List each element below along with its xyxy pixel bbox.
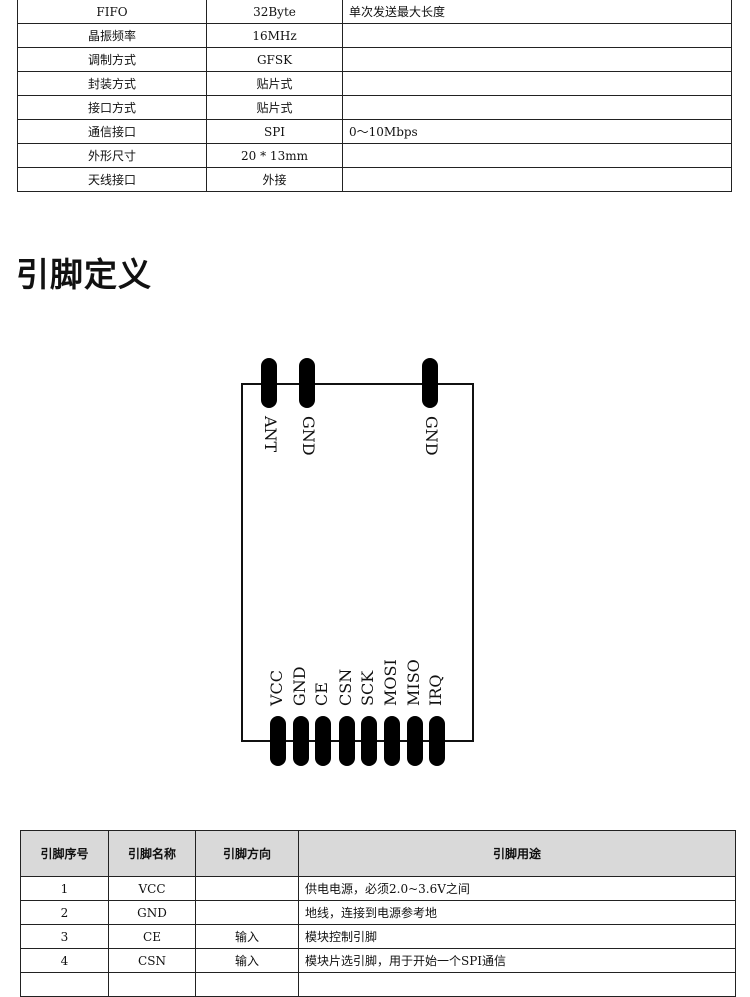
pin-pad-bottom [339,716,355,766]
pin-pad-top [299,358,315,408]
table-cell: 地线，连接到电源参考地 [298,900,736,925]
pin-pad-top [422,358,438,408]
spec-cell: 外形尺寸 [17,143,207,168]
table-cell: 供电电源，必须2.0~3.6V之间 [298,876,736,901]
spec-row: 封装方式贴片式 [17,71,732,96]
pin-pad-bottom [270,716,286,766]
spec-cell: 0～10Mbps [342,119,732,144]
spec-row: 天线接口外接 [17,167,732,192]
table-cell: 模块控制引脚 [298,924,736,949]
table-cell: 1 [20,876,109,901]
pin-pad-bottom [384,716,400,766]
spec-row: 接口方式贴片式 [17,95,732,120]
table-cell: CE [108,924,196,949]
spec-cell [342,95,732,120]
table-cell: VCC [108,876,196,901]
spec-cell: 天线接口 [17,167,207,192]
pin-pad-bottom [361,716,377,766]
table-cell [195,900,299,925]
table-cell: 模块片选引脚，用于开始一个SPI通信 [298,948,736,973]
pin-pad-bottom [315,716,331,766]
column-header: 引脚名称 [108,830,196,877]
pin-pad-bottom [293,716,309,766]
pin-label: CE [312,682,331,706]
pin-label: GND [299,416,318,456]
pin-label: GND [290,666,309,706]
spec-cell: 晶振频率 [17,23,207,48]
spec-cell: FIFO [17,0,207,24]
pin-label: VCC [267,669,286,706]
pin-label: ANT [261,416,280,453]
table-cell: GND [108,900,196,925]
pin-label: IRQ [426,674,445,706]
table-cell: 输入 [195,948,299,973]
table-cell [108,972,196,997]
spec-cell [342,143,732,168]
spec-cell: 贴片式 [206,71,343,96]
table-cell: 3 [20,924,109,949]
table-cell [195,876,299,901]
pin-label: SCK [358,670,377,706]
spec-cell: 20 * 13mm [206,143,343,168]
spec-cell: 通信接口 [17,119,207,144]
table-cell: 4 [20,948,109,973]
table-cell [298,972,736,997]
spec-cell: 32Byte [206,0,343,24]
table-cell [20,972,109,997]
spec-cell [342,167,732,192]
spec-cell: 16MHz [206,23,343,48]
table-row [20,972,736,997]
table-cell: CSN [108,948,196,973]
spec-cell [342,47,732,72]
spec-cell: 接口方式 [17,95,207,120]
table-cell [195,972,299,997]
section-title: 引脚定义 [16,255,152,294]
spec-cell: 封装方式 [17,71,207,96]
pin-label: CSN [336,668,355,706]
module-outline [241,383,474,742]
pin-pad-bottom [407,716,423,766]
spec-cell [342,71,732,96]
table-cell: 输入 [195,924,299,949]
spec-cell: SPI [206,119,343,144]
column-header: 引脚方向 [195,830,299,877]
spec-cell: 贴片式 [206,95,343,120]
spec-cell [342,23,732,48]
spec-cell: 单次发送最大长度 [342,0,732,24]
spec-cell: 外接 [206,167,343,192]
spec-cell: GFSK [206,47,343,72]
column-header: 引脚序号 [20,830,109,877]
column-header: 引脚用途 [298,830,736,877]
spec-cell: 调制方式 [17,47,207,72]
pin-label: MOSI [381,659,400,706]
pin-pad-bottom [429,716,445,766]
pin-label: GND [422,416,441,456]
pin-pad-top [261,358,277,408]
pin-label: MISO [404,659,423,706]
table-cell: 2 [20,900,109,925]
